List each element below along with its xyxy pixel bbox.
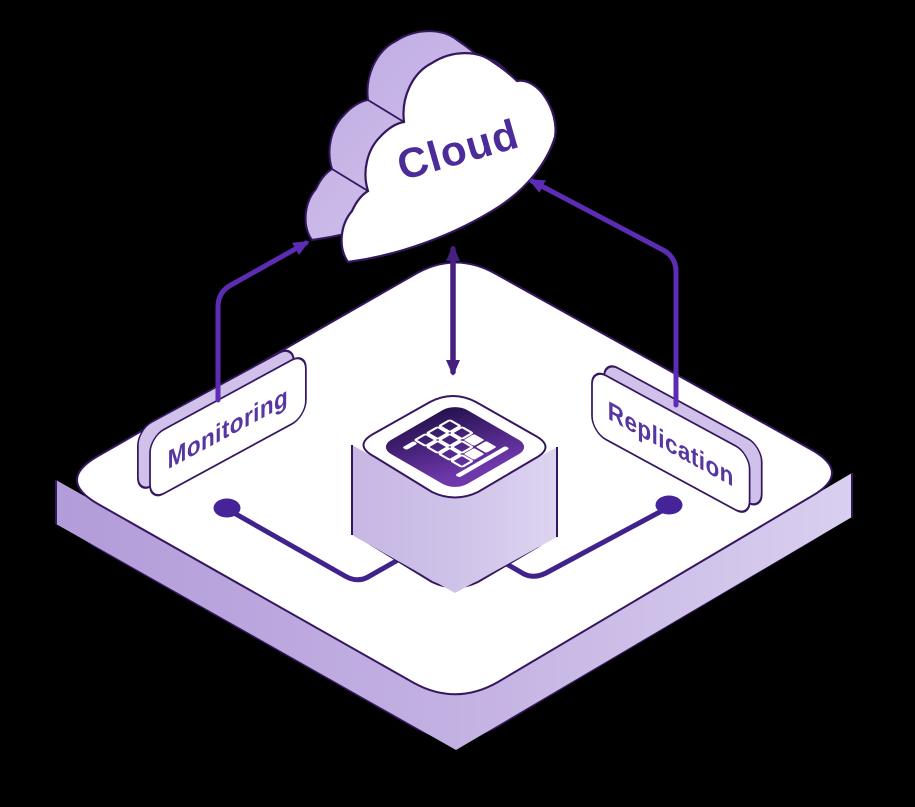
replication-front-face [591, 372, 751, 513]
node-replication: Replication [591, 365, 763, 513]
platform-side-band [56, 473, 852, 750]
connector-right-dot [655, 495, 683, 515]
arrow-replication-to-cloud [528, 178, 679, 408]
connector-left-dot [213, 498, 241, 518]
connectors [213, 495, 683, 583]
connector-left-line [224, 506, 408, 583]
arrows [215, 178, 679, 408]
database-table-icon [385, 407, 525, 487]
cloud-front-face [340, 52, 557, 264]
connector-right-line [495, 504, 672, 579]
cloud: Cloud [304, 30, 557, 264]
monitoring-front-face [149, 357, 307, 497]
database-cube [351, 395, 558, 593]
cube-side-band [352, 445, 557, 593]
arrow-monitoring-to-cloud [215, 240, 310, 403]
